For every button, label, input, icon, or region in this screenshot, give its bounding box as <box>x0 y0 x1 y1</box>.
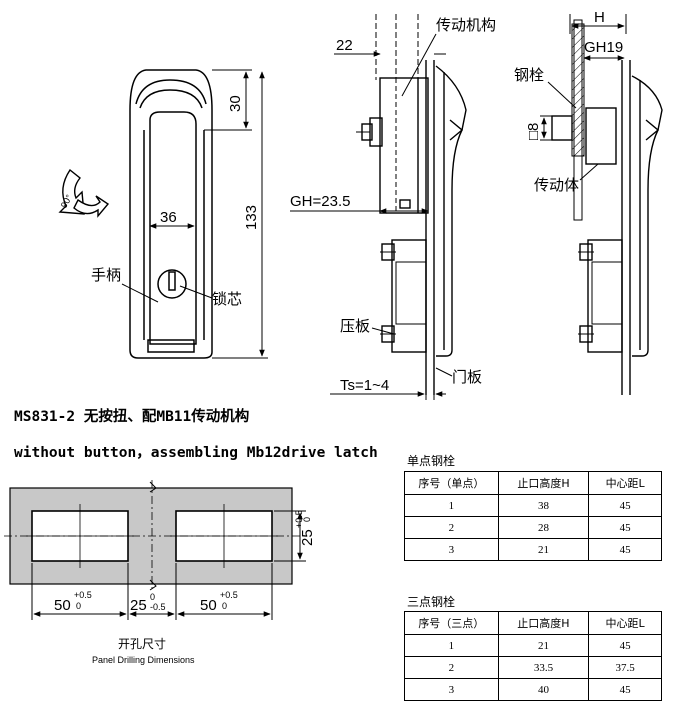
ts-value: Ts=1~4 <box>340 377 389 394</box>
dim-square <box>540 115 552 141</box>
cutout-dims <box>31 510 306 620</box>
front-view <box>129 69 213 359</box>
cutout-caption-cn: 开孔尺寸 <box>118 637 166 651</box>
table-header-cell: 止口高度H <box>497 611 590 635</box>
triple-bolt-caption: 三点钢栓 <box>407 595 456 609</box>
gh-value: GH=23.5 <box>290 193 350 210</box>
door-panel-label: 门板 <box>452 368 482 386</box>
table-header-cell: 止口高度H <box>497 471 590 495</box>
dim-top-value: 30 <box>227 95 244 112</box>
dim-right-tol-zero: 0 <box>222 601 227 611</box>
dim-mid-tol-minus: -0.5 <box>150 602 166 612</box>
cutout-caption-en: Panel Drilling Dimensions <box>92 655 195 665</box>
table-header-row: 序号（三点） 止口高度H 中心距L <box>404 611 662 635</box>
drive-mechanism-label: 传动机构 <box>436 16 496 34</box>
dim-left-value: 50 <box>54 597 71 614</box>
table-cell: 2 <box>404 516 499 539</box>
rotation-arrow-icon <box>58 168 110 218</box>
table-row: 2 28 45 <box>404 516 662 539</box>
pressure-plate-label: 压板 <box>340 317 370 335</box>
table-cell: 2 <box>404 656 499 679</box>
lock-cylinder <box>157 269 187 299</box>
table-cell: 3 <box>404 538 499 561</box>
handle-label: 手柄 <box>91 266 121 284</box>
dim-h <box>569 14 627 34</box>
handle-slot <box>149 111 197 345</box>
table-cell: 38 <box>497 494 590 517</box>
table-row: 2 33.5 37.5 <box>404 656 662 679</box>
table-row: 3 40 45 <box>404 678 662 701</box>
product-title-en: without button，assembling Mb12drive latc… <box>14 445 378 461</box>
product-title-cn: MS831-2 无按扭、配MB11传动机构 <box>14 409 250 425</box>
table-row: 1 38 45 <box>404 494 662 517</box>
table-header-cell: 中心距L <box>588 611 662 635</box>
h-label: H <box>594 9 605 26</box>
table-cell: 45 <box>588 516 662 539</box>
table-header-cell: 序号（三点） <box>404 611 499 635</box>
table-cell: 28 <box>497 516 590 539</box>
table-cell: 40 <box>497 678 590 701</box>
table-row: 3 21 45 <box>404 538 662 561</box>
dim-22-value: 22 <box>336 37 353 54</box>
table-cell: 1 <box>404 494 499 517</box>
single-bolt-caption: 单点钢栓 <box>407 454 456 468</box>
dim-vert-tol-zero: 0 <box>302 517 312 522</box>
triple-bolt-table: 序号（三点） 止口高度H 中心距L 1 21 45 2 33.5 37.5 3 … <box>404 611 662 701</box>
table-cell: 45 <box>588 538 662 561</box>
dim-height <box>212 71 268 359</box>
handle-outline <box>129 69 213 359</box>
table-cell: 1 <box>404 634 499 657</box>
panel-cutout <box>4 480 300 592</box>
rotation-label: 90° <box>59 193 75 210</box>
dim-width-value: 36 <box>160 209 177 226</box>
pressure-plate <box>391 239 427 353</box>
table-cell: 33.5 <box>497 656 590 679</box>
drive-body <box>379 77 429 214</box>
dim-mid-tol-zero: 0 <box>150 592 155 602</box>
drive-body-label: 传动体 <box>534 176 579 194</box>
table-cell: 21 <box>497 634 590 657</box>
dim-mid-value: 25 <box>130 597 147 614</box>
dim-height-value: 133 <box>243 205 260 230</box>
dim-right-value: 50 <box>200 597 217 614</box>
steel-bolt-label: 钢栓 <box>514 66 544 84</box>
drive-body-block <box>585 107 617 165</box>
table-cell: 3 <box>404 678 499 701</box>
dim-vert-tol-plus: +0.5 <box>294 510 304 528</box>
table-cell: 21 <box>497 538 590 561</box>
bolt-view <box>551 19 663 395</box>
gh19-label: GH19 <box>584 39 623 56</box>
dim-right-tol-plus: +0.5 <box>220 590 238 600</box>
table-header-cell: 序号（单点） <box>404 471 499 495</box>
dim-ts <box>330 360 446 400</box>
table-header-cell: 中心距L <box>588 471 662 495</box>
table-cell: 45 <box>588 634 662 657</box>
dim-left-tol-plus: +0.5 <box>74 590 92 600</box>
dim-top <box>204 69 252 131</box>
dim-left-tol-zero: 0 <box>76 601 81 611</box>
table-header-row: 序号（单点） 止口高度H 中心距L <box>404 471 662 495</box>
side-view <box>356 14 467 395</box>
lock-core-label: 锁芯 <box>212 290 242 308</box>
table-cell: 37.5 <box>588 656 662 679</box>
square-label: □8 <box>525 123 542 140</box>
dim-vert-value: 25 <box>299 529 316 546</box>
table-row: 1 21 45 <box>404 634 662 657</box>
table-cell: 45 <box>588 494 662 517</box>
single-bolt-table: 序号（单点） 止口高度H 中心距L 1 38 45 2 28 45 3 21 4… <box>404 471 662 561</box>
table-cell: 45 <box>588 678 662 701</box>
